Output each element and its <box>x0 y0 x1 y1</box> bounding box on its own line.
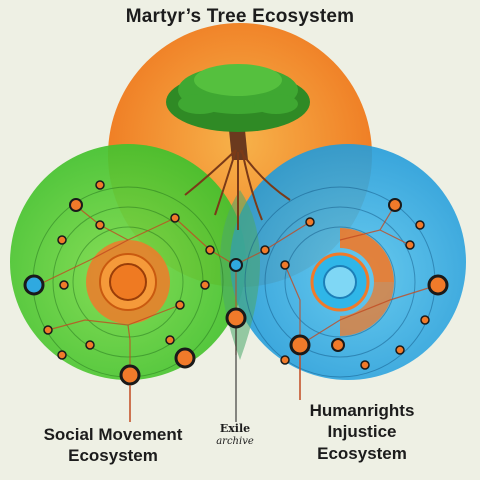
exile-line2: archive <box>216 435 254 447</box>
page-title: Martyr’s Tree Ecosystem <box>125 6 355 27</box>
exile-archive-label: Exile archive <box>200 422 270 448</box>
humanrights-label: Humanrights Injustice Ecosystem <box>262 400 462 464</box>
exile-line1: Exile <box>219 422 251 435</box>
humanrights-line2: Injustice <box>327 422 397 442</box>
social-movement-label: Social Movement Ecosystem <box>18 424 208 467</box>
humanrights-line1: Humanrights <box>309 401 415 420</box>
tree-icon <box>166 64 310 230</box>
network-nodes <box>23 180 449 386</box>
social-movement-line1: Social Movement <box>43 425 183 444</box>
humanrights-hub-arc <box>340 228 394 282</box>
social-movement-line2: Ecosystem <box>68 446 158 466</box>
humanrights-line3: Ecosystem <box>317 443 407 463</box>
